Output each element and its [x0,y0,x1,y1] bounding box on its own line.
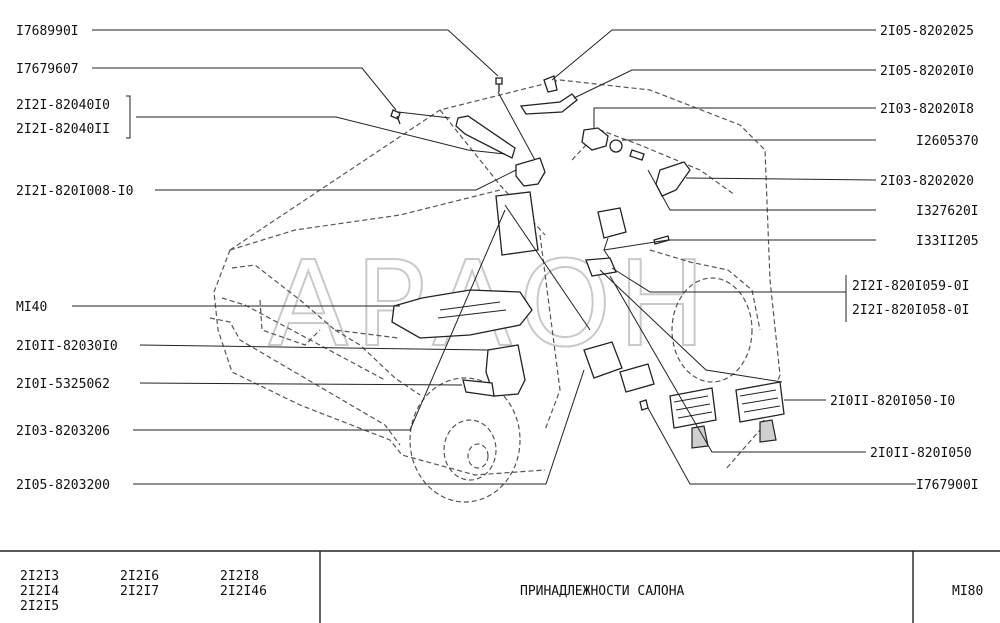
hook-2I03-8202020 [655,161,691,197]
label-I767900I: I767900I [916,478,979,493]
side-mirror-left [735,381,785,443]
bolt [629,149,645,161]
sheet-title: ПРИНАДЛЕЖНОСТИ САЛОНА [520,584,685,599]
screw-I768990I [495,77,503,92]
label-2I03-8202020: 2I03-8202020 [880,174,974,189]
model-2I2I6: 2I2I6 [120,569,159,584]
bracket-2I05-82020I0 [519,93,578,115]
visor-clip [515,157,546,187]
labels-left: I768990I I7679607 2I2I-82040I0 2I2I-8204… [16,24,133,493]
mirror-base-plate [585,257,617,277]
label-2I05-8202025: 2I05-8202025 [880,24,974,39]
lamp-2I05-8203200 [619,363,655,393]
label-I33II205: I33II205 [916,234,979,249]
label-2I05-8203200: 2I05-8203200 [16,478,110,493]
screw-I7679607 [390,109,401,125]
lamp-2I03-8203206 [583,341,623,379]
label-2I05-82020I0: 2I05-82020I0 [880,64,974,79]
emblem-2I0I-5325062 [462,379,495,397]
label-MI40: MI40 [16,300,47,315]
label-I327620I: I327620I [916,204,979,219]
bracket-2I03-82020I8 [581,127,609,151]
label-2I0I-5325062: 2I0I-5325062 [16,377,110,392]
leader-lines [72,29,916,485]
washer-I2605370 [609,139,623,153]
label-I2605370: I2605370 [916,134,979,149]
label-2I2I-820I008-I0: 2I2I-820I008-I0 [16,184,133,199]
label-I768990I: I768990I [16,24,79,39]
label-2I2I-82040II: 2I2I-82040II [16,122,110,137]
label-I7679607: I7679607 [16,62,79,77]
label-2I0II-820I050-I0: 2I0II-820I050-I0 [830,394,955,409]
labels-right: 2I05-8202025 2I05-82020I0 2I03-82020I8 I… [830,24,979,493]
side-mirror-right [669,387,717,449]
model-2I2I3: 2I2I3 [20,569,59,584]
model-2I2I4: 2I2I4 [20,584,59,599]
model-2I2I46: 2I2I46 [220,584,267,599]
screw-I767900I [639,399,649,411]
ashtray-2I0II-82030I0 [485,344,526,397]
label-2I0II-820I050: 2I0II-820I050 [870,446,972,461]
model-2I2I7: 2I2I7 [120,584,159,599]
model-2I2I8: 2I2I8 [220,569,259,584]
label-2I03-8203206: 2I03-8203206 [16,424,110,439]
label-2I2I-820I058-0I: 2I2I-820I058-0I [852,303,969,318]
model-2I2I5: 2I2I5 [20,599,59,614]
title-block: 2I2I3 2I2I4 2I2I5 2I2I6 2I2I7 2I2I8 2I2I… [0,550,1000,623]
label-2I2I-82040I0: 2I2I-82040I0 [16,98,110,113]
label-2I2I-820I059-0I: 2I2I-820I059-0I [852,279,969,294]
label-2I0II-82030I0: 2I0II-82030I0 [16,339,118,354]
bracket-2I05-8202025 [543,75,558,93]
parts [390,75,785,449]
label-2I03-82020I8: 2I03-82020I8 [880,102,974,117]
sun-visor [455,115,516,159]
sheet-code: MI80 [952,584,983,599]
interior-mirror [597,207,627,239]
